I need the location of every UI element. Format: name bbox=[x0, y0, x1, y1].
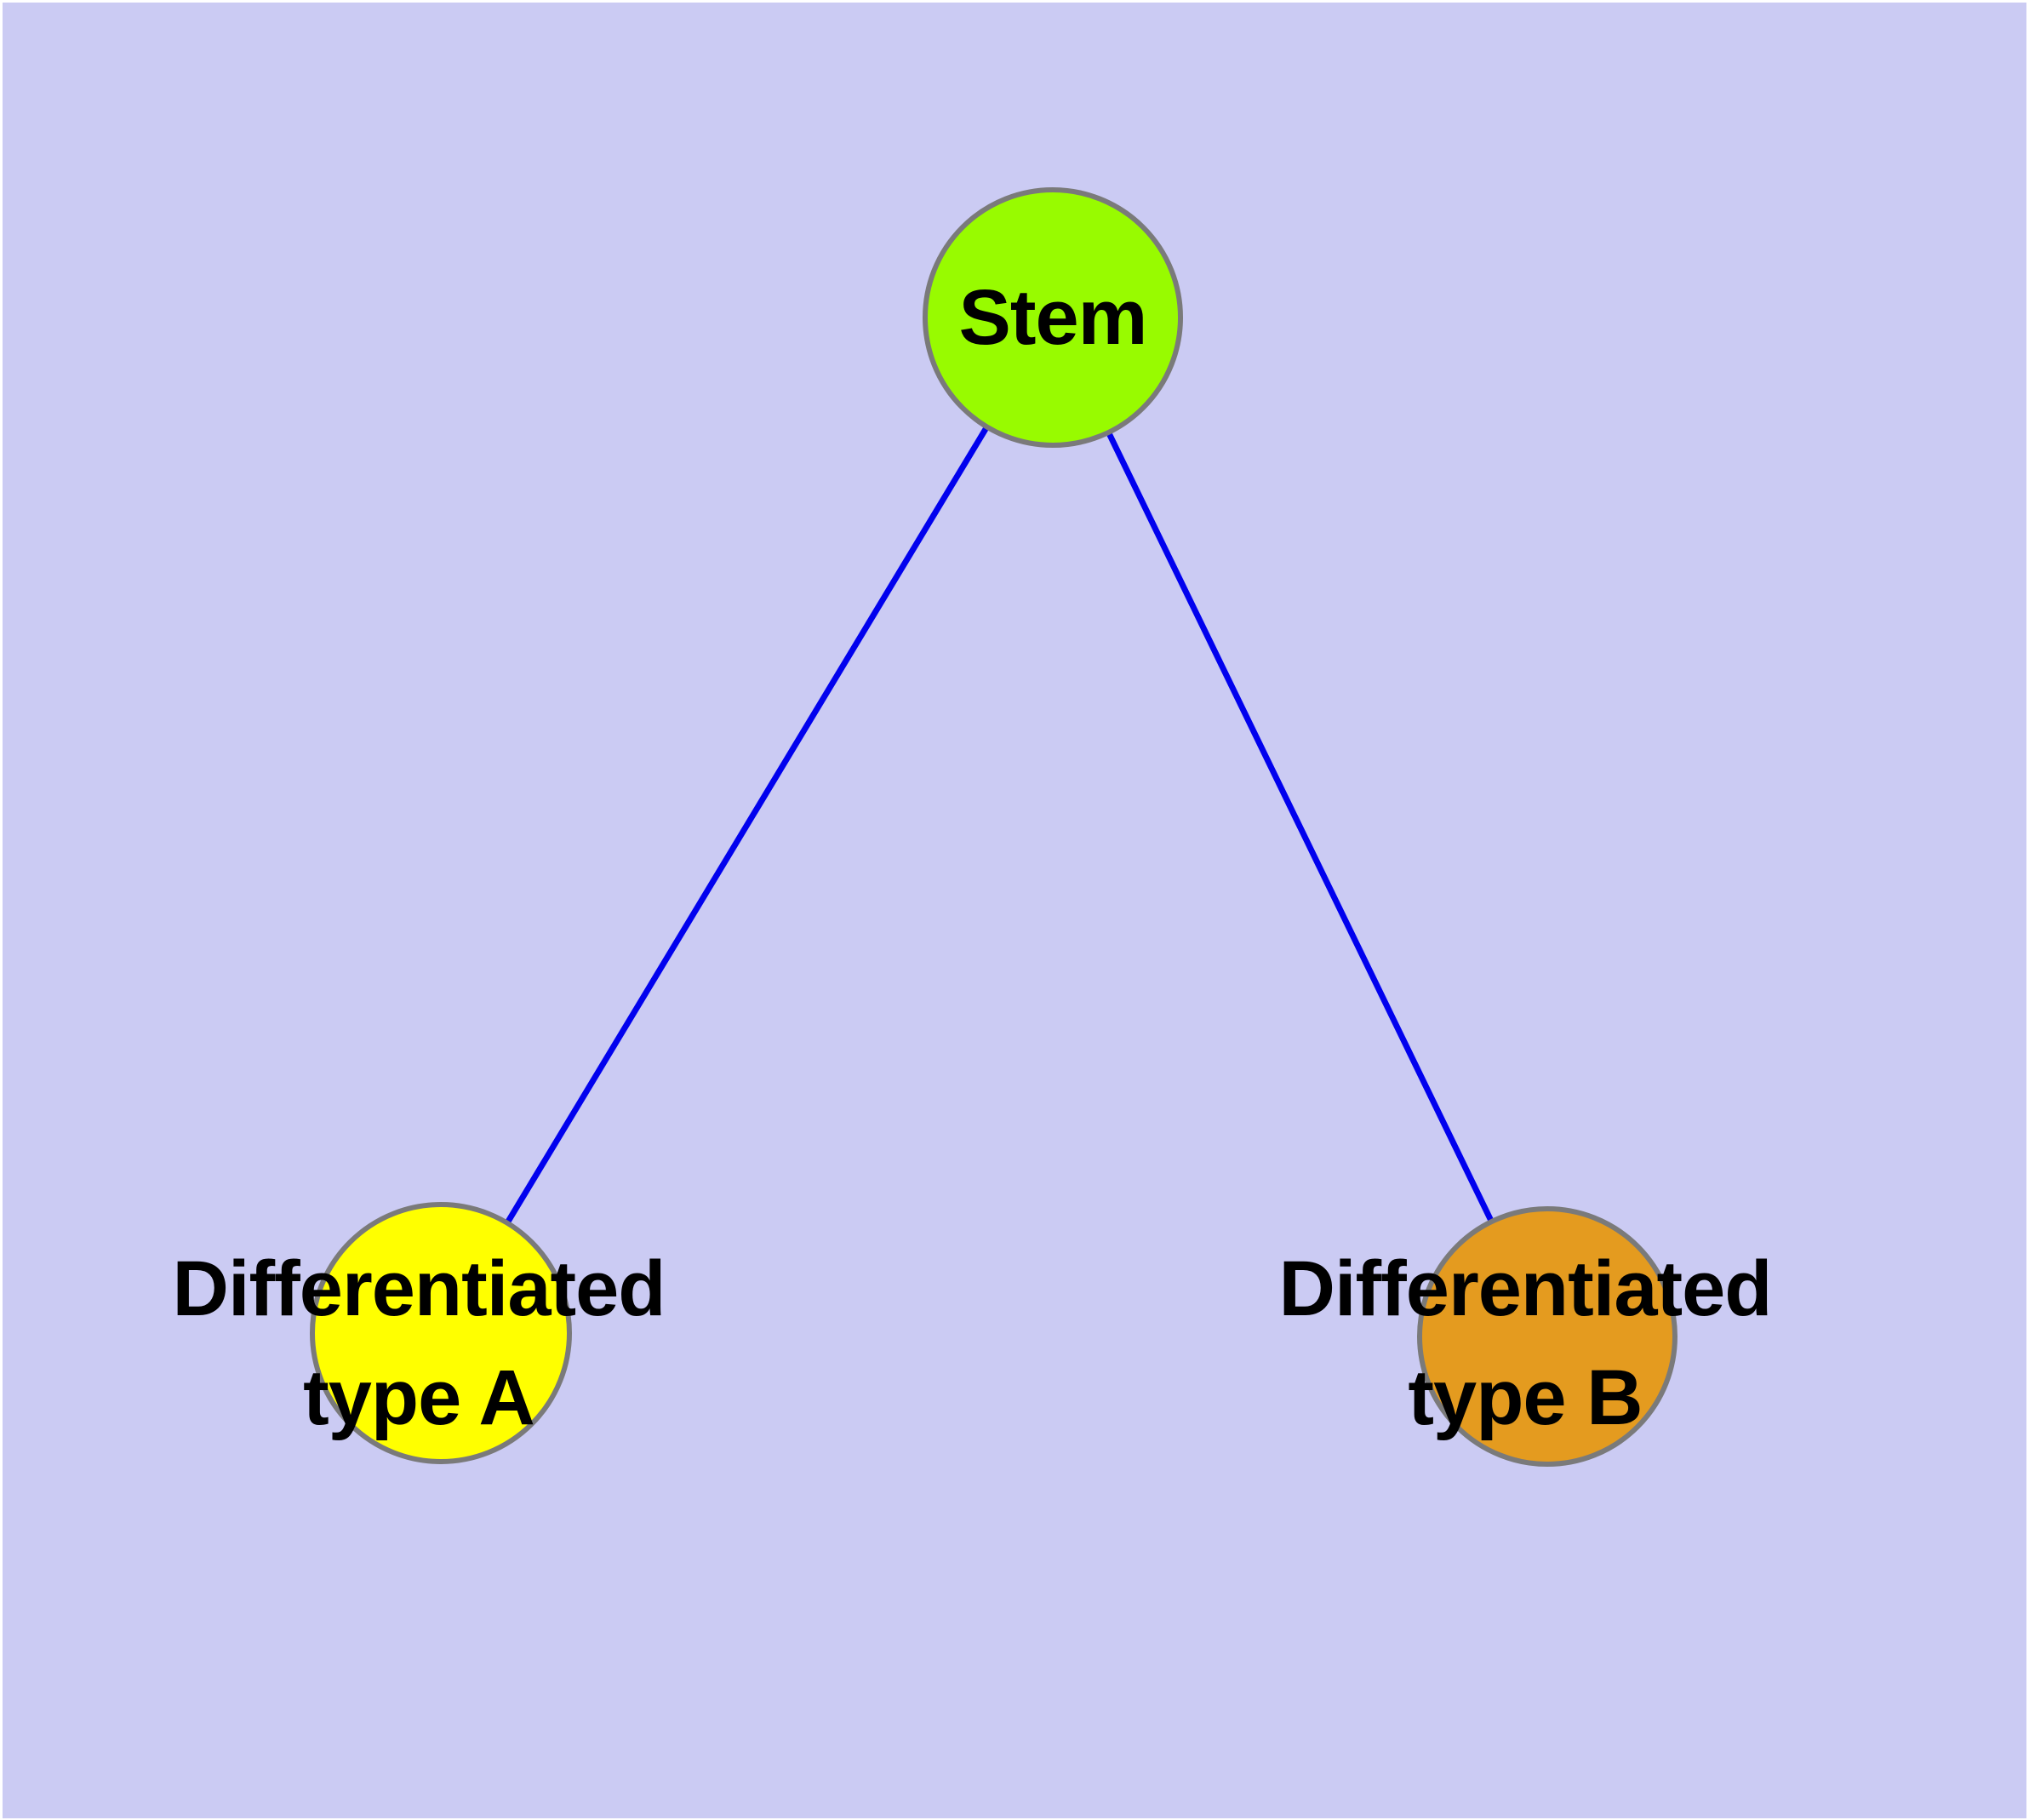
edge-stem-to-type-b bbox=[1049, 314, 1551, 1340]
node-stem-circle bbox=[923, 187, 1183, 448]
edge-stem-to-type-a bbox=[437, 314, 1056, 1336]
node-type-a-label: Differentiated type A bbox=[173, 1234, 666, 1452]
node-type-b-label-line1: Differentiated bbox=[1278, 1245, 1773, 1332]
node-type-b-label-line2: type B bbox=[1408, 1354, 1643, 1441]
node-type-a-label-line2: type A bbox=[303, 1354, 535, 1441]
node-type-b-circle bbox=[1417, 1206, 1677, 1467]
node-type-b-label: Differentiated type B bbox=[1278, 1234, 1773, 1452]
node-type-a-circle bbox=[310, 1202, 572, 1464]
node-stem-label: Stem bbox=[958, 274, 1148, 361]
node-type-a-label-line1: Differentiated bbox=[172, 1245, 666, 1332]
